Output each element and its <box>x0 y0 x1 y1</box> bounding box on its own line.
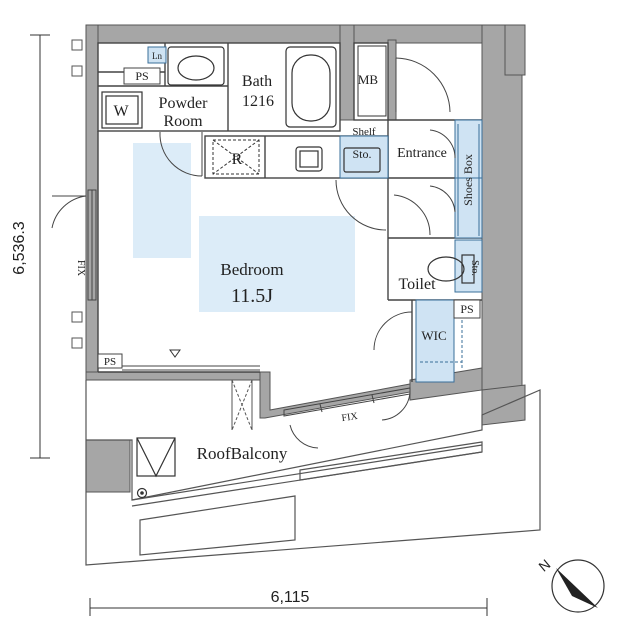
roof-balcony-label: RoofBalcony <box>197 444 288 463</box>
wic-shelf-lines <box>420 320 463 370</box>
fridge-box <box>212 139 260 175</box>
washer-box <box>101 91 143 129</box>
door-swings <box>51 57 456 449</box>
powder-room-label-2: Room <box>163 113 203 130</box>
powder-room-label-1: Powder <box>159 95 209 112</box>
toilet-sto-label: Sto. <box>469 260 480 276</box>
entrance-label: Entrance <box>397 146 447 161</box>
ln-label: Ln <box>152 51 162 61</box>
fridge-label: R <box>232 151 243 168</box>
floor-accents <box>133 143 355 312</box>
compass-north-label: N <box>535 556 553 575</box>
ps-label-1: PS <box>135 69 148 83</box>
toilet-fixture <box>427 254 475 284</box>
cooktop <box>295 146 323 172</box>
bathtub <box>285 46 337 128</box>
drain-icon <box>136 487 148 499</box>
storage-fills <box>147 46 483 383</box>
interior-walls <box>97 42 482 382</box>
toilet-label: Toilet <box>398 276 436 293</box>
balcony-railing <box>231 379 253 431</box>
shelf-label: Shelf <box>352 126 376 138</box>
ps-label-2: PS <box>104 356 116 368</box>
windows <box>87 189 411 417</box>
triangle-marker <box>169 349 181 358</box>
mb-label: MB <box>358 72 379 87</box>
kitchen-sto-label: Sto. <box>352 147 371 161</box>
bath-size-label: 1216 <box>242 93 274 110</box>
wash-basin <box>167 46 225 86</box>
shoes-box-dividers <box>455 124 482 236</box>
bedroom-label: Bedroom <box>220 260 283 279</box>
bath-label: Bath <box>242 73 272 90</box>
width-dimension-label: 6,115 <box>271 589 310 606</box>
kitchen-sink <box>343 147 381 173</box>
balcony-drain-box <box>136 437 176 478</box>
mb-meter-box <box>357 45 387 117</box>
fix-left-label: FIX <box>75 260 86 277</box>
vents <box>71 39 83 349</box>
roof-balcony-outline <box>85 380 541 566</box>
wic-label: WIC <box>421 328 446 343</box>
dimension-lines <box>30 34 488 616</box>
compass-icon: N <box>535 556 605 613</box>
shoes-box-label: Shoes Box <box>461 154 475 206</box>
ps-boxes <box>97 67 481 369</box>
washer-label: W <box>113 103 129 120</box>
fix-bottom-label: FIX <box>341 411 359 424</box>
bedroom-size-label: 11.5J <box>231 285 273 307</box>
ps-label-3: PS <box>460 302 473 316</box>
height-dimension-label: 6,536.3 <box>11 221 28 274</box>
